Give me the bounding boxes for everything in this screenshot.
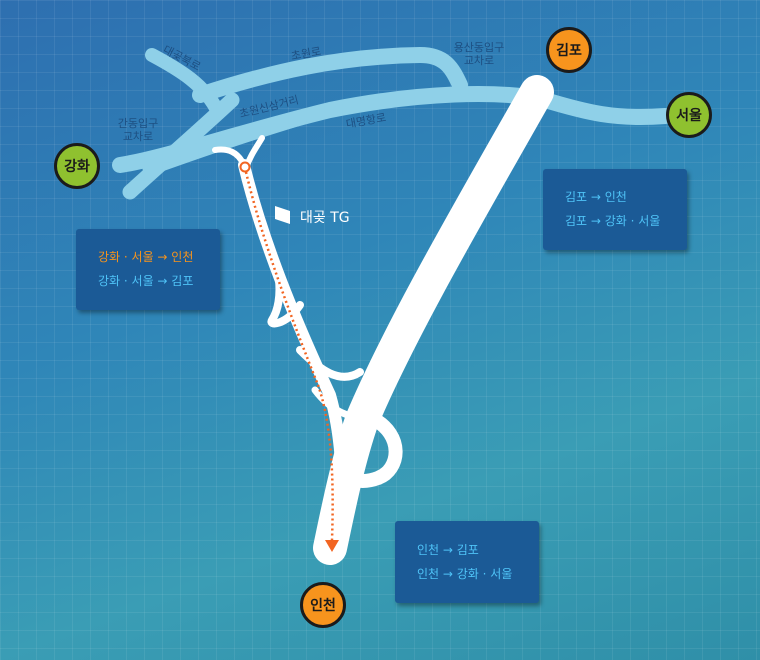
road-chowon [192,47,468,103]
tollgate-icon [275,206,290,224]
road-label-yongsandong: 용산동입구 교차로 [453,41,505,67]
city-ganghwa-label: 강화 [64,159,90,175]
interchange-ramp [261,236,304,328]
junction-fan-left [212,146,247,168]
info-box-right: 김포 → 인천 김포 → 강화 · 서울 [543,169,687,250]
connector-ramp [296,346,364,381]
city-incheon: 인천 [300,582,346,628]
info-box-bottom: 인천 → 김포 인천 → 강화 · 서울 [395,521,539,603]
info-line: 인천 → 강화 · 서울 [417,567,513,581]
city-seoul: 서울 [666,92,712,138]
info-box-left: 강화 · 서울 → 인천 강화 · 서울 → 김포 [76,229,220,310]
info-line: 강화 · 서울 → 인천 [98,250,194,264]
info-line: 인천 → 김포 [417,543,479,557]
city-gimpo-label: 김포 [556,43,582,59]
road-label-gandong: 간동입구 교차로 [117,117,159,143]
info-line: 김포 → 인천 [565,190,627,204]
tollgate-label: 대곶 TG [300,210,350,226]
info-line: 김포 → 강화 · 서울 [565,214,661,228]
city-incheon-label: 인천 [310,598,336,614]
info-line: 강화 · 서울 → 김포 [98,274,194,288]
city-ganghwa: 강화 [54,143,100,189]
city-seoul-label: 서울 [676,108,702,124]
city-gimpo: 김포 [546,27,592,73]
road-daegot-north [145,48,225,119]
highway-spur [238,159,348,536]
road-diagonal [122,92,240,200]
route-arrow [239,161,339,552]
connector-ramp-lower [311,386,376,422]
